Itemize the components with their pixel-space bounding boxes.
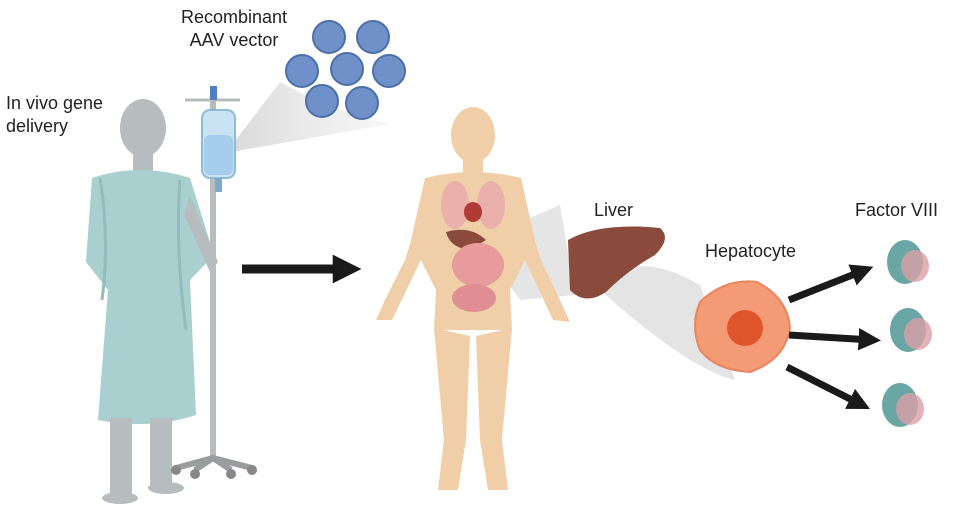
in-vivo-label-line1: In vivo gene [6, 93, 104, 113]
protein-2 [890, 308, 932, 352]
aav-vector-label: Recombinant AAV vector [181, 6, 287, 52]
factor-arrow-3 [785, 363, 870, 410]
factor-viii-proteins [882, 240, 932, 427]
hepatocyte-cell [694, 280, 792, 374]
iv-stand [171, 86, 257, 479]
hepatocyte-label: Hepatocyte [705, 241, 797, 261]
protein-1 [887, 240, 929, 284]
aav-particles [285, 20, 406, 120]
liver-organ [568, 226, 665, 299]
factor-arrow-2 [788, 328, 881, 351]
factor-arrow-1 [787, 264, 874, 304]
in-vivo-label: In vivo gene delivery [6, 92, 103, 138]
factor-viii-label: Factor VIII [855, 200, 939, 220]
patient-figure [86, 99, 218, 504]
organs [441, 181, 505, 312]
aav-label-line1: Recombinant [181, 7, 288, 27]
in-vivo-label-line2: delivery [6, 116, 69, 136]
aav-zoom-cone [232, 82, 390, 152]
protein-3 [882, 383, 924, 427]
aav-label-line2: AAV vector [189, 30, 279, 50]
liver-label: Liver [594, 200, 634, 220]
